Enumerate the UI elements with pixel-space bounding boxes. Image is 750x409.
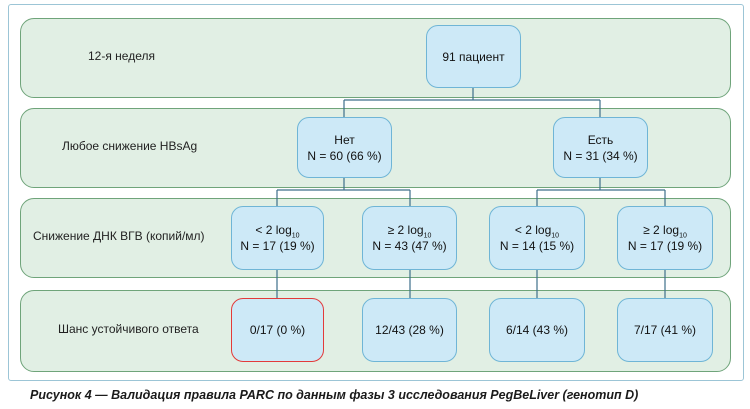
node-dna-no-less-value: N = 17 (19 %) <box>240 239 315 253</box>
node-hbsag-yes-value: N = 31 (34 %) <box>563 148 638 163</box>
node-total-patients-text: 91 пациент <box>442 49 505 64</box>
node-dna-no-less-label: < 2 log10 <box>255 223 300 240</box>
node-dna-yes-more-value: N = 17 (19 %) <box>627 239 703 253</box>
node-dna-yes-less-label: < 2 log10 <box>514 223 560 240</box>
row-week <box>20 18 731 98</box>
node-total-patients: 91 пациент <box>426 25 521 88</box>
node-response-2: 12/43 (28 %) <box>362 298 457 362</box>
node-response-1-text: 0/17 (0 %) <box>249 323 306 337</box>
node-hbsag-no-label: Нет <box>334 132 355 147</box>
node-dna-no-more: ≥ 2 log10 N = 43 (47 %) <box>362 206 457 270</box>
row-label-response: Шанс устойчивого ответа <box>58 322 199 336</box>
node-response-2-text: 12/43 (28 %) <box>375 323 444 337</box>
node-dna-no-more-label: ≥ 2 log10 <box>387 223 432 240</box>
node-dna-yes-less: < 2 log10 N = 14 (15 %) <box>489 206 585 270</box>
row-label-week: 12-я неделя <box>88 49 155 63</box>
node-dna-no-more-value: N = 43 (47 %) <box>372 239 447 253</box>
node-hbsag-no-value: N = 60 (66 %) <box>307 148 382 163</box>
node-hbsag-yes-label: Есть <box>587 132 614 147</box>
figure-caption: Рисунок 4 — Валидация правила PARC по да… <box>30 388 639 402</box>
row-label-hbsag: Любое снижение HBsAg <box>62 139 198 153</box>
node-response-3: 6/14 (43 %) <box>489 298 585 362</box>
node-response-4-text: 7/17 (41 %) <box>633 323 697 337</box>
node-response-4: 7/17 (41 %) <box>617 298 713 362</box>
node-dna-yes-less-value: N = 14 (15 %) <box>499 239 575 253</box>
node-hbsag-yes: Есть N = 31 (34 %) <box>553 117 648 178</box>
row-label-dna: Снижение ДНК ВГВ (копий/мл) <box>33 229 205 243</box>
node-response-3-text: 6/14 (43 %) <box>505 323 569 337</box>
node-dna-no-less: < 2 log10 N = 17 (19 %) <box>231 206 324 270</box>
node-dna-yes-more: ≥ 2 log10 N = 17 (19 %) <box>617 206 713 270</box>
node-hbsag-no: Нет N = 60 (66 %) <box>297 117 392 178</box>
node-response-1: 0/17 (0 %) <box>231 298 324 362</box>
node-dna-yes-more-label: ≥ 2 log10 <box>643 223 687 240</box>
